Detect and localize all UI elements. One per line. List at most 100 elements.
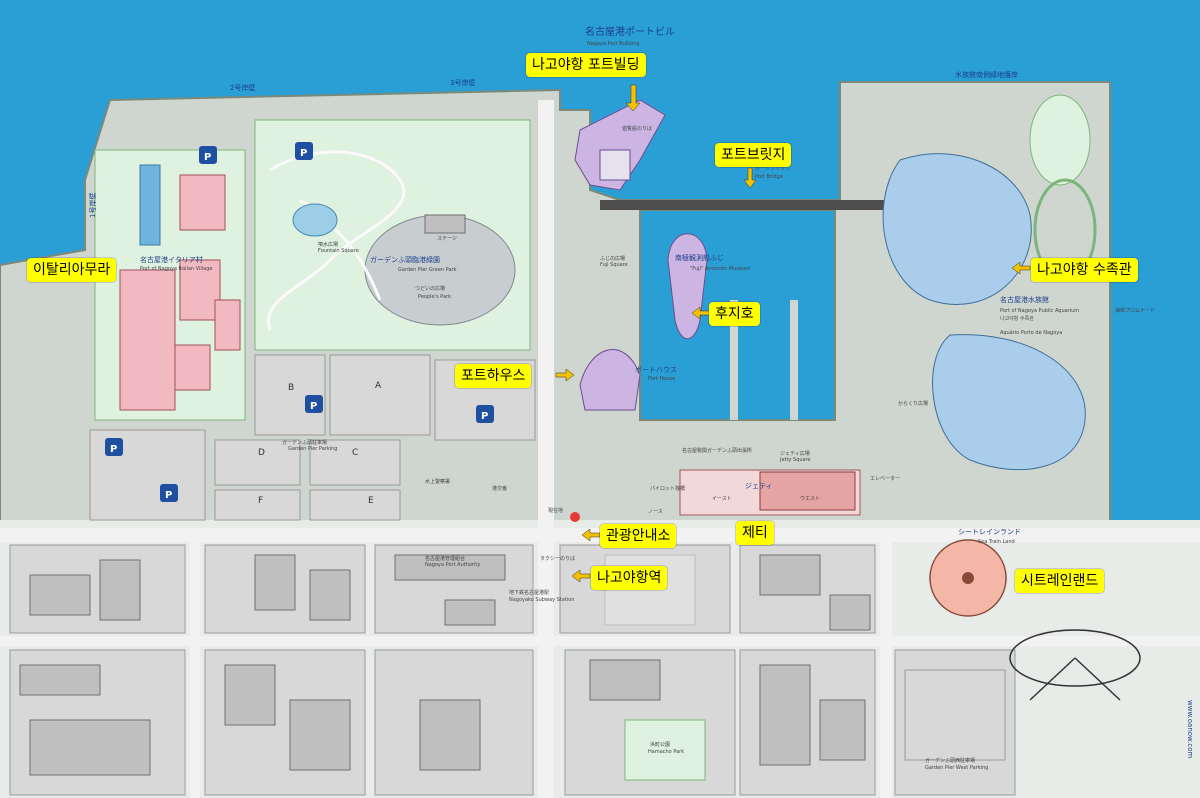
label-port-building: 나고야항 포트빌딩	[526, 53, 646, 77]
aquarium-en: Port of Nagoya Public Aquarium	[1000, 308, 1079, 314]
karakuri-jp: からくり広場	[898, 400, 928, 407]
port-house-en: Port House	[648, 376, 675, 382]
elevator-jp: エレベーター	[870, 475, 900, 482]
garden-parking-jp: ガーデンふ頭駐車場	[282, 439, 327, 446]
label-port-house: 포트하우스	[455, 364, 532, 388]
fountain-pool	[292, 203, 338, 237]
italia-building	[179, 259, 221, 321]
port-bridge	[600, 200, 890, 210]
label-station: 나고야항역	[591, 566, 668, 590]
parking-lot-d	[214, 439, 301, 486]
port-house-jp: ポートハウス	[635, 366, 677, 374]
pilot-jp: パイロット桟橋	[650, 485, 685, 492]
pier	[730, 300, 738, 420]
sightseeing-jp: 遊覧船のりば	[622, 125, 652, 132]
building	[99, 559, 141, 621]
stage	[424, 214, 466, 234]
aquarium-south	[932, 334, 1086, 471]
arrow-left-icon	[571, 569, 591, 583]
fuji-square-en: Fuji Square	[600, 262, 628, 268]
parking-icon-label: P	[481, 411, 488, 422]
garden-park-jp: ガーデンふ頭臨港緑園	[370, 255, 440, 264]
parking-icon	[305, 395, 323, 413]
parking-lot-e	[309, 489, 401, 521]
fountain-en: Fountain Square	[318, 248, 359, 254]
label-fuji: 후지호	[709, 302, 760, 326]
parking-icon	[295, 142, 313, 160]
pier	[790, 300, 798, 420]
carousel-hub	[962, 572, 974, 584]
label-tourist-info: 관광안내소	[600, 524, 677, 548]
port-building-en: Nagoya Port Building	[587, 41, 639, 47]
road-north-south	[538, 100, 554, 798]
you-are-here: 現在地	[548, 507, 563, 514]
building	[224, 664, 276, 726]
you-are-here-marker	[570, 512, 580, 522]
label-sea-train-land: 시트레인랜드	[1015, 569, 1105, 593]
police-jp: 水上警察署	[425, 478, 450, 485]
italia-jp: 名古屋港イタリア村	[140, 255, 203, 264]
aquarium-bridge-label: 水族館南側緑地護岸	[955, 70, 1018, 79]
port-building-jp: 名古屋港ポートビル	[585, 25, 675, 38]
building	[419, 699, 481, 771]
building	[444, 599, 496, 626]
parking-icon	[476, 405, 494, 423]
sea-train-jp: シートレインランド	[958, 528, 1021, 536]
label-aquarium: 나고야항 수족관	[1031, 258, 1138, 282]
parking-icon-label: P	[310, 401, 317, 412]
lot-label-e: E	[368, 496, 374, 506]
parking-icon-label: P	[300, 148, 307, 159]
subway-jp: 地下鉄名古屋港駅	[509, 589, 549, 596]
port-authority-en: Nagoya Port Authority	[425, 562, 480, 568]
pier-1-label: 1号岸壁	[88, 193, 97, 218]
fuji-square-jp: ふじの広場	[600, 255, 625, 262]
road-south	[0, 636, 1200, 646]
sea-train-en: Sea Train Land	[978, 539, 1015, 545]
label-port-bridge: 포트브릿지	[715, 143, 792, 167]
lot-label-f: F	[258, 496, 263, 506]
arrow-left-icon	[581, 528, 601, 542]
garden-parking-en: Garden Pier Parking	[288, 446, 337, 452]
arrow-right-icon	[555, 368, 575, 382]
hamacho-park	[624, 719, 706, 781]
ferris-wheel-leg	[1074, 657, 1121, 701]
aquarium-pt: Aquário Porto de Nagoya	[1000, 329, 1062, 336]
parking-icon	[105, 438, 123, 456]
label-jetty: 제티	[736, 521, 774, 545]
hamacho-en: Hamacho Park	[648, 749, 684, 755]
building	[759, 554, 821, 596]
building	[19, 664, 101, 696]
building	[394, 554, 506, 581]
jetty-jp: ジェティ	[745, 482, 773, 490]
ferris-wheel	[1009, 629, 1141, 687]
lot-label-c: C	[352, 448, 358, 458]
pier-3-label: 3号岸壁	[450, 78, 475, 87]
aquarium-north	[882, 153, 1032, 305]
building	[289, 699, 351, 771]
port-house	[579, 349, 641, 411]
aquarium-jp: 名古屋港水族館	[1000, 295, 1049, 304]
building	[309, 569, 351, 621]
hamacho-jp: 浜町公園	[650, 741, 670, 748]
stage-label: ステージ	[437, 236, 457, 242]
lot-label-b: B	[288, 383, 294, 393]
garden-park-en: Garden Pier Green Park	[398, 267, 457, 273]
garden-west-parking-en: Garden Pier West Parking	[925, 765, 988, 771]
parking-lot-c	[309, 439, 401, 486]
road-west	[190, 540, 200, 798]
building	[589, 659, 661, 701]
parking-icon-label: P	[110, 444, 117, 455]
building	[829, 594, 871, 631]
italia-building	[214, 299, 241, 351]
italia-en: Port of Nagoya Italian Village	[140, 266, 212, 272]
port-building-tower	[599, 149, 631, 181]
building	[254, 554, 296, 611]
jetty-square-en: Jetty Square	[779, 457, 811, 463]
peoples-park-en: People's Park	[418, 294, 451, 300]
arrow-left-icon	[1011, 261, 1031, 275]
label-italia-village: 이탈리아무라	[27, 258, 117, 282]
west-jp: ウエスト	[800, 495, 820, 502]
parking-icon-label: P	[204, 152, 211, 163]
arrow-down-icon	[625, 84, 641, 112]
